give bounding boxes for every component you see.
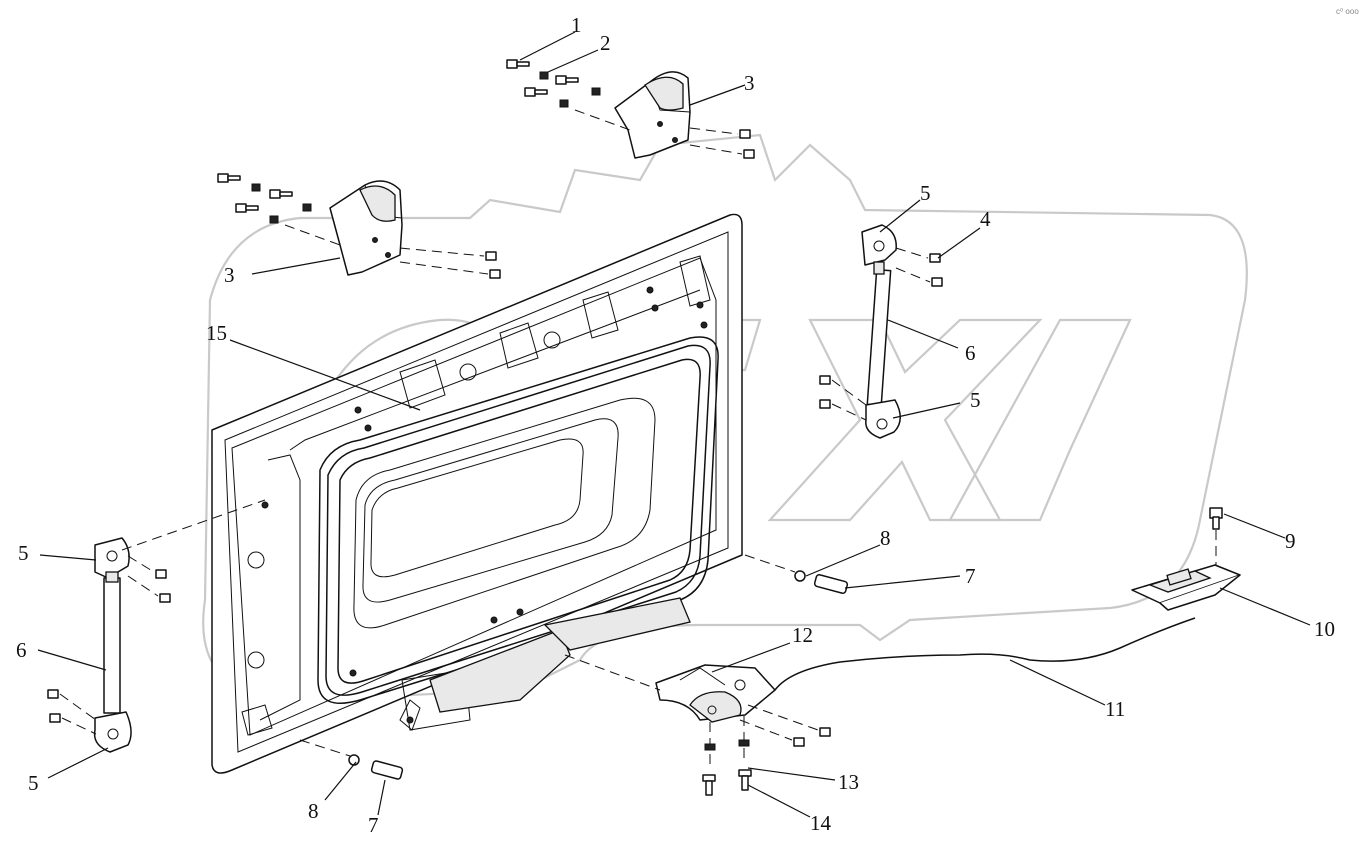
callout-2: 2 — [600, 31, 611, 55]
bolt-9 — [1209, 507, 1223, 565]
callout-9: 9 — [1285, 529, 1296, 553]
callout-11: 11 — [1105, 697, 1125, 721]
corner-mark: c⁰ ooo — [1336, 7, 1359, 16]
callout-5-lower-left: 5 — [28, 771, 39, 795]
callout-13: 13 — [838, 770, 859, 794]
callout-6-left: 6 — [16, 638, 27, 662]
gas-strut-left — [93, 537, 132, 753]
callout-8-bottom: 8 — [308, 799, 319, 823]
callout-5-lower-right: 5 — [970, 388, 981, 412]
callout-5-upper-right: 5 — [920, 181, 931, 205]
latch-assembly — [655, 664, 776, 723]
callout-10: 10 — [1314, 617, 1335, 641]
release-handle — [1131, 564, 1241, 611]
leader-lines — [37, 31, 1311, 818]
callout-14: 14 — [810, 811, 832, 835]
callout-7-right: 7 — [965, 564, 976, 588]
callouts: 1 2 3 3 4 5 5 5 5 6 6 7 7 8 8 9 10 11 12… — [16, 13, 1335, 837]
hinge-upper-left — [329, 180, 403, 276]
pin-bottom — [299, 739, 404, 780]
gas-strut-right — [861, 224, 901, 439]
callout-12: 12 — [792, 623, 813, 647]
release-cable — [774, 617, 1196, 691]
callout-6-right: 6 — [965, 341, 976, 365]
door-panel — [211, 213, 743, 774]
fasteners — [47, 59, 943, 796]
callout-4: 4 — [980, 207, 991, 231]
callout-3-upper: 3 — [744, 71, 755, 95]
callout-15: 15 — [206, 321, 227, 345]
callout-8-right: 8 — [880, 526, 891, 550]
callout-7-bottom: 7 — [368, 813, 379, 837]
callout-3-left: 3 — [224, 263, 235, 287]
hinge-upper-right — [614, 71, 691, 159]
callout-1: 1 — [571, 13, 582, 37]
pin-right — [744, 554, 849, 595]
callout-5-upper-left: 5 — [18, 541, 29, 565]
